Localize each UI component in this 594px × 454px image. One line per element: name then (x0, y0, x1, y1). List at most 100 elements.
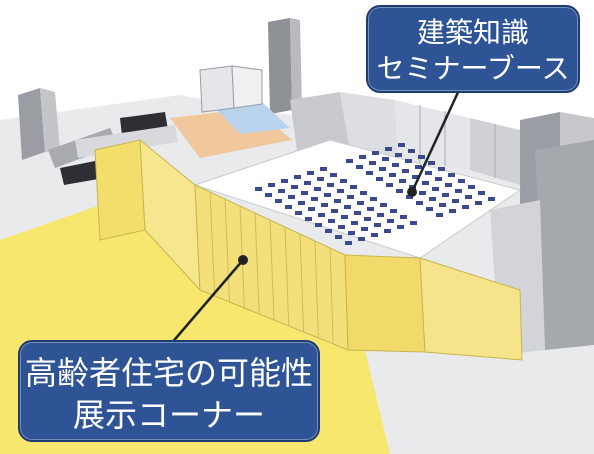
chair (314, 187, 321, 191)
chair (465, 195, 472, 199)
exhibit-pointer-line (169, 259, 244, 346)
chair (291, 185, 298, 189)
chair (321, 203, 328, 207)
chair (295, 211, 302, 215)
chair (330, 173, 337, 177)
chair (320, 167, 327, 171)
chair (435, 177, 442, 181)
chair (449, 209, 456, 213)
chair (415, 165, 422, 169)
seminar-booth-label-line2: セミナーブース (376, 52, 570, 85)
chair (359, 155, 366, 159)
chair (384, 229, 391, 233)
chair (351, 221, 358, 225)
chair (364, 217, 371, 221)
chair (416, 201, 423, 205)
chair (385, 147, 392, 151)
panel-seam (314, 240, 319, 339)
chair (432, 187, 439, 191)
chair (315, 223, 322, 227)
chair (426, 207, 433, 211)
chair (304, 181, 311, 185)
chair (398, 143, 405, 147)
chair (402, 169, 409, 173)
chair (400, 215, 407, 219)
chair (455, 189, 462, 193)
chair (390, 209, 397, 213)
chair (475, 201, 482, 205)
chair (408, 149, 415, 153)
chair (338, 225, 345, 229)
panel-seam (209, 191, 216, 297)
chair (360, 191, 367, 195)
chair (366, 171, 373, 175)
chair (377, 213, 384, 217)
chair (255, 187, 262, 191)
chair (395, 153, 402, 157)
chair (442, 193, 449, 197)
chair (428, 161, 435, 165)
chair (478, 191, 485, 195)
chair (370, 197, 377, 201)
chair (374, 223, 381, 227)
chair (347, 195, 354, 199)
exhibit-corner-callout: 高齢者住宅の可能性 展示コーナー (18, 340, 320, 442)
chair (379, 167, 386, 171)
chair (445, 183, 452, 187)
chair (429, 197, 436, 201)
exhibit-pointer-dot (238, 255, 248, 265)
chair (311, 197, 318, 201)
chair (275, 199, 282, 203)
chair (438, 167, 445, 171)
chair (386, 183, 393, 187)
seminar-booth-label-line1: 建築知識 (416, 16, 529, 49)
chair (371, 233, 378, 237)
chair (265, 193, 272, 197)
chair (328, 219, 335, 223)
chair (288, 195, 295, 199)
chair (298, 201, 305, 205)
chair (354, 211, 361, 215)
exhibit-corner-label-line1: 高齢者住宅の可能性 (24, 354, 313, 392)
chair (392, 163, 399, 167)
chair (307, 171, 314, 175)
chair (317, 177, 324, 181)
chair (397, 225, 404, 229)
chair (405, 159, 412, 163)
chair (346, 159, 353, 163)
chair (399, 179, 406, 183)
chair (325, 229, 332, 233)
chair (372, 151, 379, 155)
chair (468, 185, 475, 189)
seminar-pointer-dot (407, 187, 417, 197)
seminar-chairs (255, 143, 495, 245)
chair (356, 165, 363, 169)
exhibit-corner-label-line2: 展示コーナー (72, 396, 265, 434)
chair (318, 213, 325, 217)
chair (380, 203, 387, 207)
chair (268, 183, 275, 187)
neighbor-booths (170, 65, 292, 158)
chair (305, 217, 312, 221)
chair (344, 205, 351, 209)
panel-seam (254, 212, 260, 315)
chair (348, 231, 355, 235)
chair (462, 205, 469, 209)
chair (376, 177, 383, 181)
chair (335, 235, 342, 239)
chair (281, 179, 288, 183)
chair (418, 155, 425, 159)
chair (389, 173, 396, 177)
chair (409, 185, 416, 189)
chair (341, 215, 348, 219)
chair (324, 193, 331, 197)
chair (419, 191, 426, 195)
chair (448, 173, 455, 177)
chair (308, 207, 315, 211)
chair (294, 175, 301, 179)
panel-seam (224, 198, 231, 303)
chair (439, 203, 446, 207)
chair (410, 221, 417, 225)
chair (350, 185, 357, 189)
